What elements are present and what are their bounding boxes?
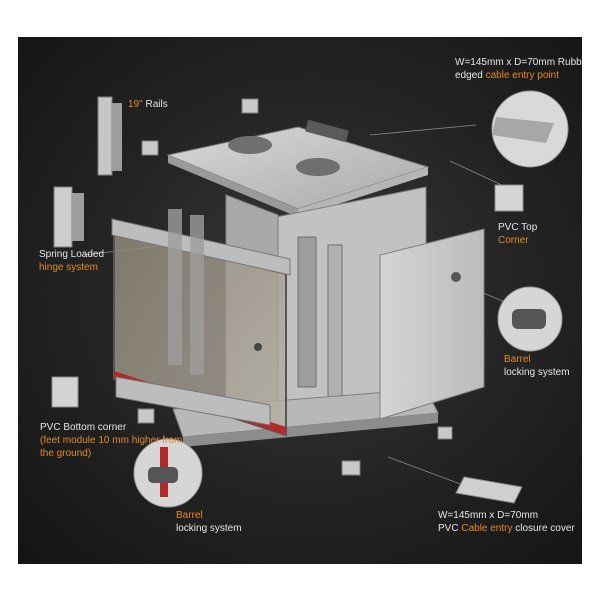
leader-rubber — [369, 124, 477, 136]
detail-pvc-bottom-corner — [51, 376, 79, 408]
side-panel — [379, 228, 485, 420]
label-pvc-bottom-corner: PVC Bottom corner (feet module 10 mm hig… — [40, 422, 183, 459]
exploded-cabinet-illustration — [51, 90, 569, 508]
label-closure-cover: W=145mm x D=70mm PVC Cable entry closure… — [438, 510, 575, 534]
label-pvc-top-corner: PVC Top Corner — [498, 222, 538, 246]
detail-pvc-top-corner — [494, 184, 524, 212]
glass-door — [111, 209, 291, 437]
label-spring-hinge: Spring Loaded hinge system — [39, 249, 105, 273]
detail-barrel-lock-right — [497, 286, 563, 352]
detail-rails — [97, 96, 122, 176]
detail-barrel-lock-left — [133, 438, 203, 508]
label-barrel-lock-left: Barrel locking system — [176, 510, 242, 534]
detail-closure-cover — [455, 476, 523, 504]
product-diagram: W=145mm x D=70mm Rubber edged cable entr… — [18, 37, 582, 564]
detail-spring-hinge — [53, 186, 84, 248]
label-rubber-cable-entry: W=145mm x D=70mm Rubber edged cable entr… — [455, 57, 582, 81]
detail-cable-entry — [491, 90, 569, 168]
top-panel — [166, 119, 430, 217]
feet — [137, 98, 453, 476]
label-rails: 19" Rails — [128, 99, 168, 110]
label-barrel-lock-right: Barrel locking system — [504, 354, 570, 378]
